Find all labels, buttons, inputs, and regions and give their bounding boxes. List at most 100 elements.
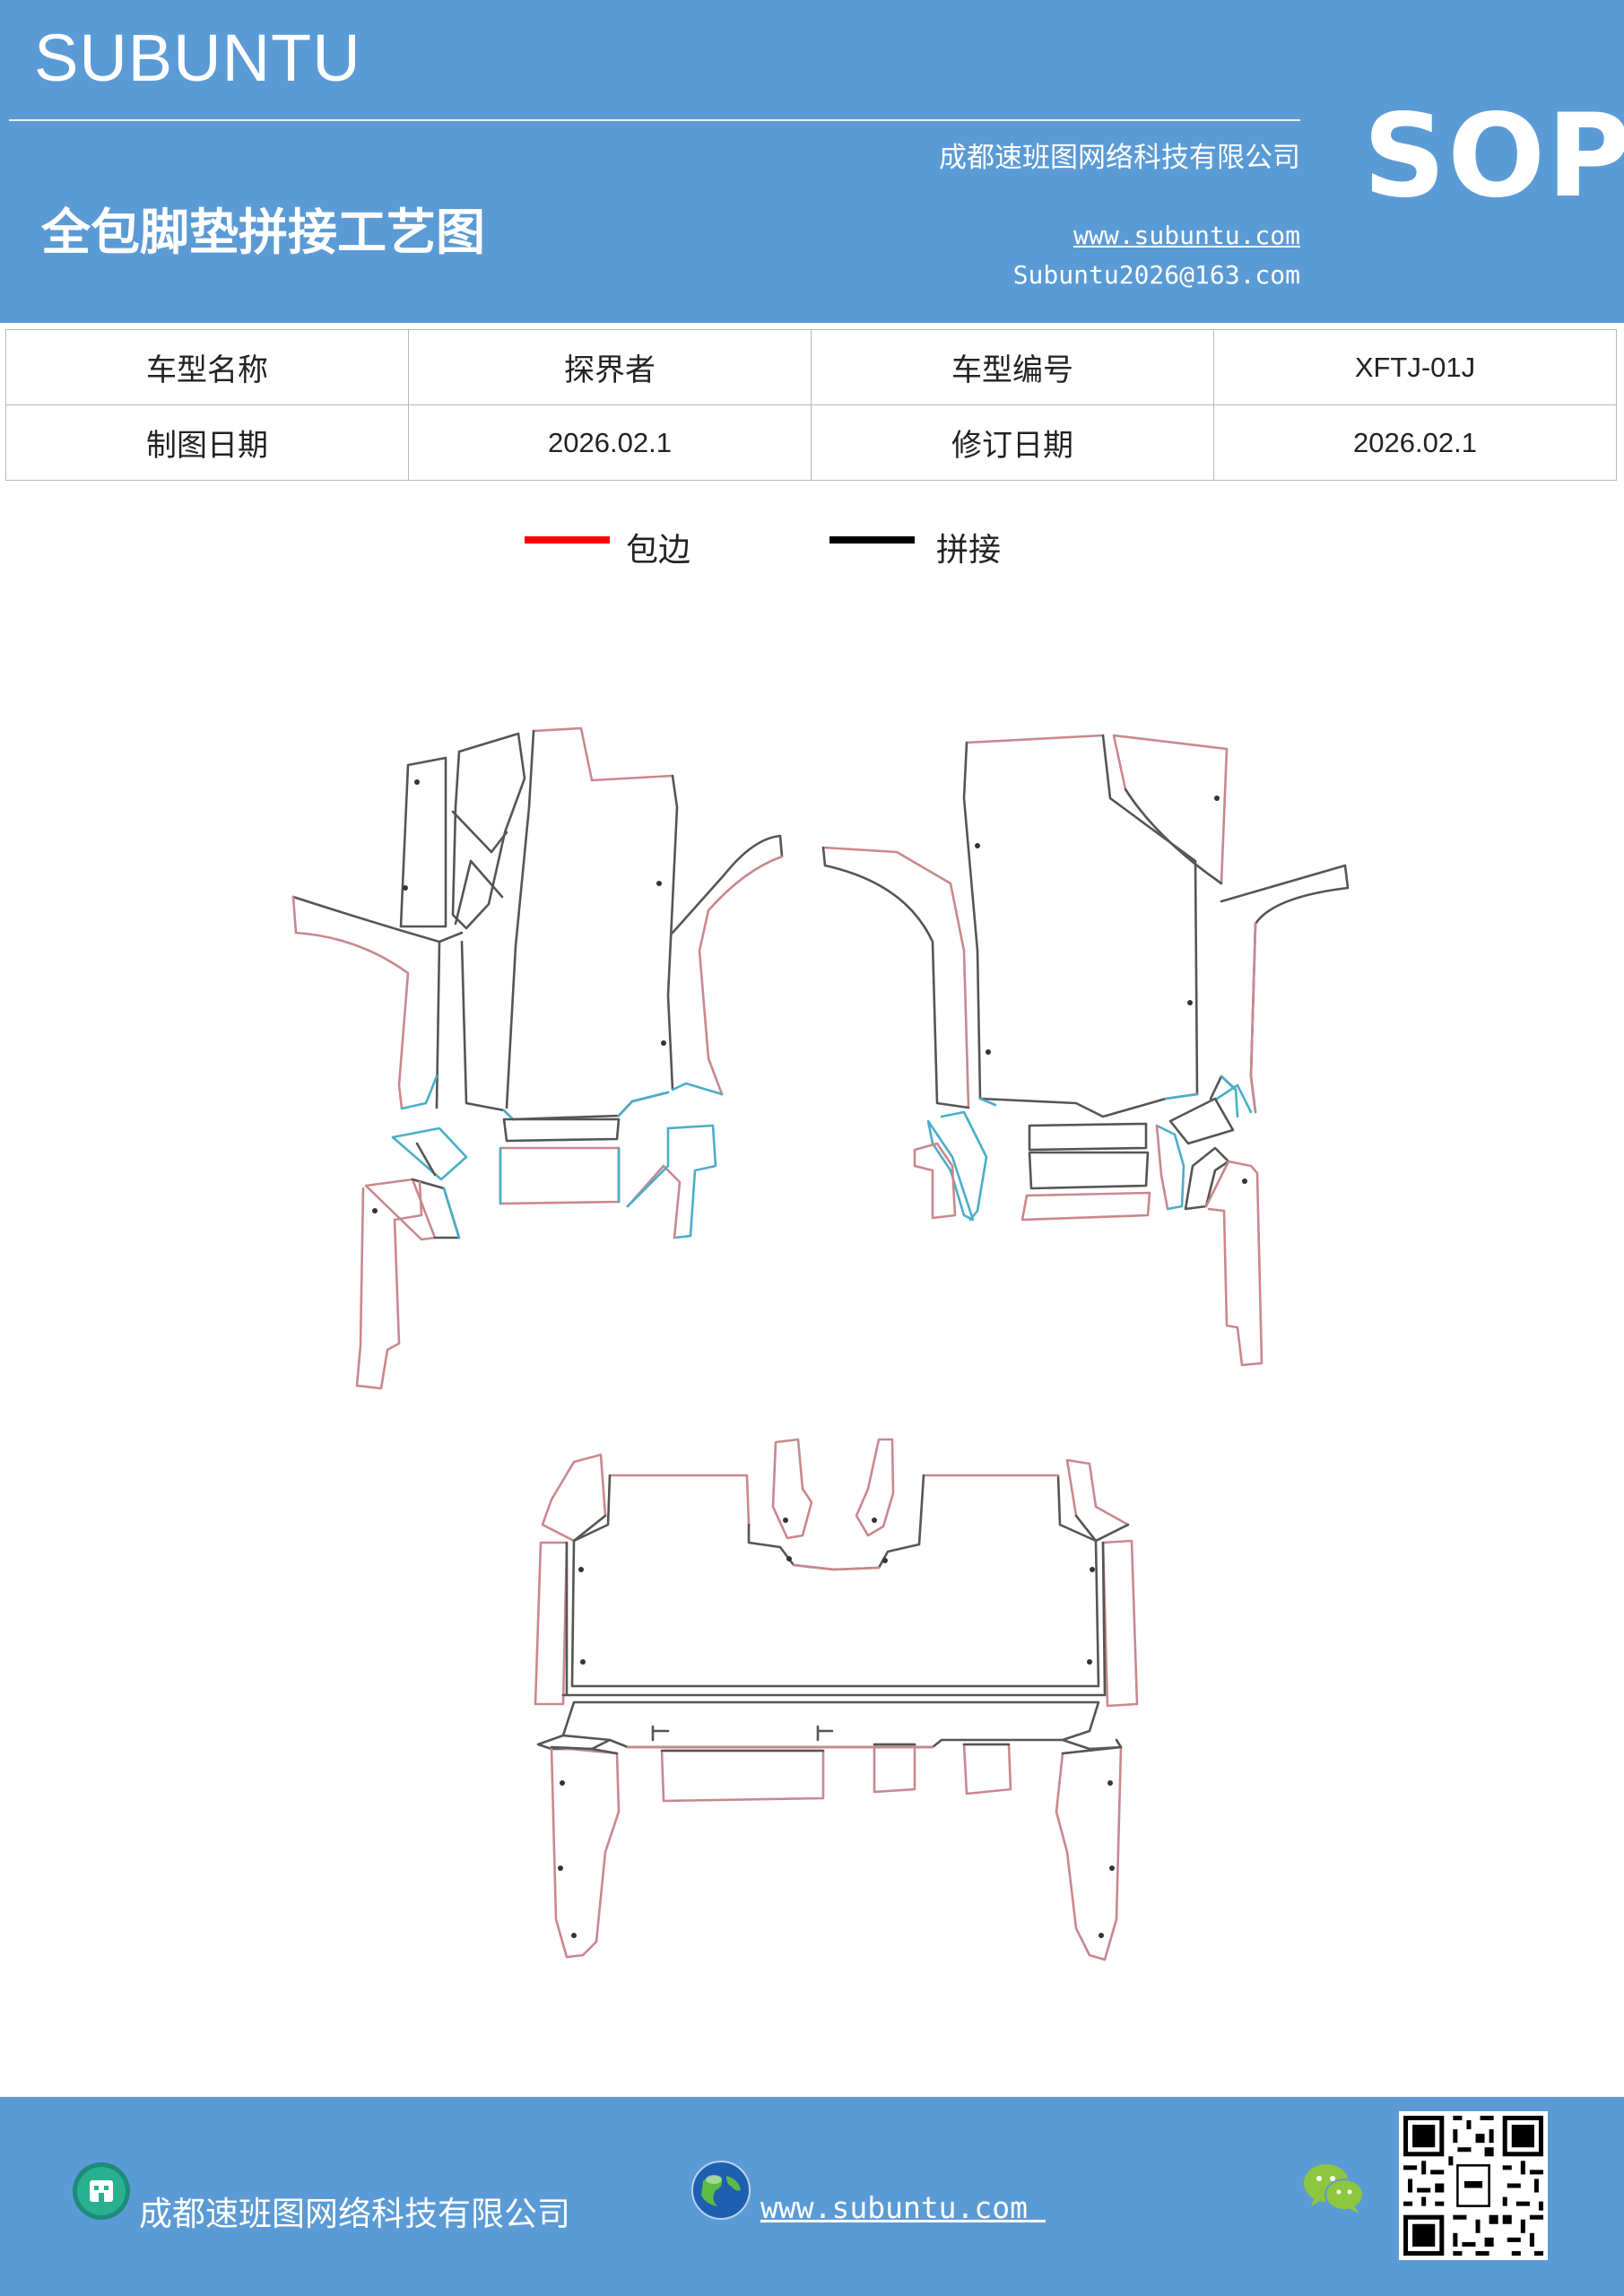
mat-outline-accent — [926, 1119, 975, 1222]
mat-outline-accent — [1215, 1083, 1253, 1114]
mat-outline-edge — [541, 1453, 607, 1543]
mat-outline-accent — [940, 1110, 988, 1222]
mat-outline-accent — [666, 1124, 717, 1239]
mat-outline-accent — [442, 1187, 461, 1239]
mat-outline-edge — [532, 726, 674, 782]
mat-outline-edge — [792, 1563, 881, 1571]
mat-outline-edge — [821, 846, 970, 1109]
mounting-points — [372, 779, 1247, 1938]
mat-outline-edge — [1112, 734, 1229, 885]
mat-outline-seam — [1074, 1514, 1130, 1543]
mat-outline-accent — [626, 1126, 670, 1208]
mat-outline-edge — [1055, 1745, 1123, 1961]
mat-outline-seam — [291, 895, 464, 944]
drawing-date-label: 制图日期 — [5, 404, 409, 481]
document-title: 全包脚垫拼接工艺图 — [41, 203, 486, 261]
footer-website-link[interactable]: www.subuntu.com — [760, 2190, 1046, 2225]
table-row: 制图日期 2026.02.1 修订日期 2026.02.1 — [5, 404, 1617, 481]
mat-outline-seam — [572, 1514, 607, 1543]
mat-outline-seam — [1061, 1745, 1123, 1755]
legend-label-edge: 包边 — [626, 532, 691, 569]
model-code-label: 车型编号 — [811, 329, 1214, 405]
mat-outline-edge — [873, 1743, 916, 1794]
mat-outline-seam — [451, 732, 526, 930]
header-banner: SUBUNTU 成都速班图网络科技有限公司 全包脚垫拼接工艺图 www.subu… — [0, 0, 1624, 323]
mat-outline-edge — [962, 1743, 1012, 1796]
legend-swatch-seam — [829, 536, 915, 544]
mat-outline-seam — [454, 859, 504, 926]
email-address: Subuntu2026@163.com — [1012, 260, 1300, 290]
legend-swatch-edge — [525, 536, 610, 544]
revision-date-label: 修订日期 — [811, 404, 1214, 481]
mat-outline-accent — [502, 1091, 670, 1121]
mat-outline-seam — [550, 1745, 619, 1755]
mat-outline-seam — [671, 834, 784, 935]
globe-icon — [691, 2161, 751, 2220]
mat-outline-edge — [855, 1438, 895, 1537]
mat-outline-seam — [561, 1541, 1107, 1697]
mat-outline-edge — [698, 855, 784, 1096]
mat-outline-seam — [747, 1474, 925, 1571]
mat-outline-seam — [451, 810, 508, 854]
mat-outline-seam — [460, 940, 670, 1121]
mat-outline-edge — [1020, 1191, 1151, 1222]
mat-outline-seam — [962, 741, 982, 1100]
mat-outline-seam — [1220, 864, 1350, 1114]
qr-code — [1399, 2111, 1548, 2260]
model-name-value: 探界者 — [408, 329, 812, 405]
company-name: 成都速班图网络科技有限公司 — [939, 142, 1300, 174]
website-link[interactable]: www.subuntu.com — [1073, 221, 1300, 250]
footer-banner: 成都速班图网络科技有限公司 www.subuntu.com — [0, 2097, 1624, 2296]
mat-outline-edge — [913, 1142, 957, 1220]
front-right-mat-group — [821, 734, 1350, 1367]
model-name-label: 车型名称 — [5, 329, 409, 405]
mat-outline-accent — [1155, 1124, 1185, 1211]
mat-outline-seam — [666, 774, 679, 1091]
mat-outline-edge — [1101, 1539, 1139, 1708]
mat-outline-seam — [435, 940, 441, 1109]
mat-outline-edge — [660, 1749, 825, 1803]
mat-outline-accent — [671, 1082, 724, 1096]
mat-outline-accent — [1220, 1074, 1239, 1118]
mat-outline-edge — [608, 1474, 751, 1526]
brand-name: SUBUNTU — [34, 21, 361, 95]
mat-outline-seam — [1168, 1097, 1235, 1145]
footer-company-name: 成都速班图网络科技有限公司 — [139, 2195, 570, 2233]
legend: 包边 拼接 — [0, 520, 1624, 583]
mat-outline-edge — [965, 734, 1105, 744]
mat-outline-seam — [1124, 787, 1223, 885]
legend-label-seam: 拼接 — [936, 532, 1002, 569]
mat-outline-seam — [399, 756, 447, 928]
mat-outline-accent — [499, 1146, 621, 1205]
mat-outline-seam — [978, 1092, 1199, 1118]
front-left-mat-group — [291, 726, 784, 1390]
header-divider — [9, 119, 1300, 121]
mat-outline-edge — [355, 1180, 423, 1390]
building-icon — [73, 2162, 130, 2220]
sop-badge: SOP — [1363, 90, 1624, 223]
model-code-value: XFTJ-01J — [1213, 329, 1617, 405]
rear-mat-group — [534, 1438, 1139, 1961]
mat-outline-seam — [1028, 1122, 1148, 1152]
revision-date-value: 2026.02.1 — [1213, 404, 1617, 481]
vehicle-info-table: 车型名称 探界者 车型编号 XFTJ-01J 制图日期 2026.02.1 修订… — [5, 329, 1617, 481]
mat-outline-seam — [651, 1725, 834, 1742]
mat-outline-seam — [570, 1474, 1100, 1688]
mat-outline-seam — [502, 1118, 621, 1143]
mat-outline-seam — [1184, 1146, 1230, 1211]
mat-outline-edge — [1249, 922, 1257, 1114]
mat-outline-seam — [1028, 1151, 1150, 1190]
mat-outline-seam — [561, 1700, 1100, 1749]
mat-outline-edge — [626, 1164, 682, 1239]
mat-outline-edge — [291, 895, 410, 1110]
mat-outline-edge — [550, 1745, 621, 1959]
mat-outline-accent — [400, 1074, 439, 1110]
mat-outline-edge — [1204, 1160, 1264, 1367]
drawing-date-value: 2026.02.1 — [408, 404, 812, 481]
mat-outline-accent — [978, 1092, 1199, 1107]
mat-outline-edge — [499, 1146, 621, 1205]
wechat-icon — [1304, 2164, 1364, 2213]
table-row: 车型名称 探界者 车型编号 XFTJ-01J — [5, 329, 1617, 405]
mat-outline-seam — [505, 729, 535, 1109]
